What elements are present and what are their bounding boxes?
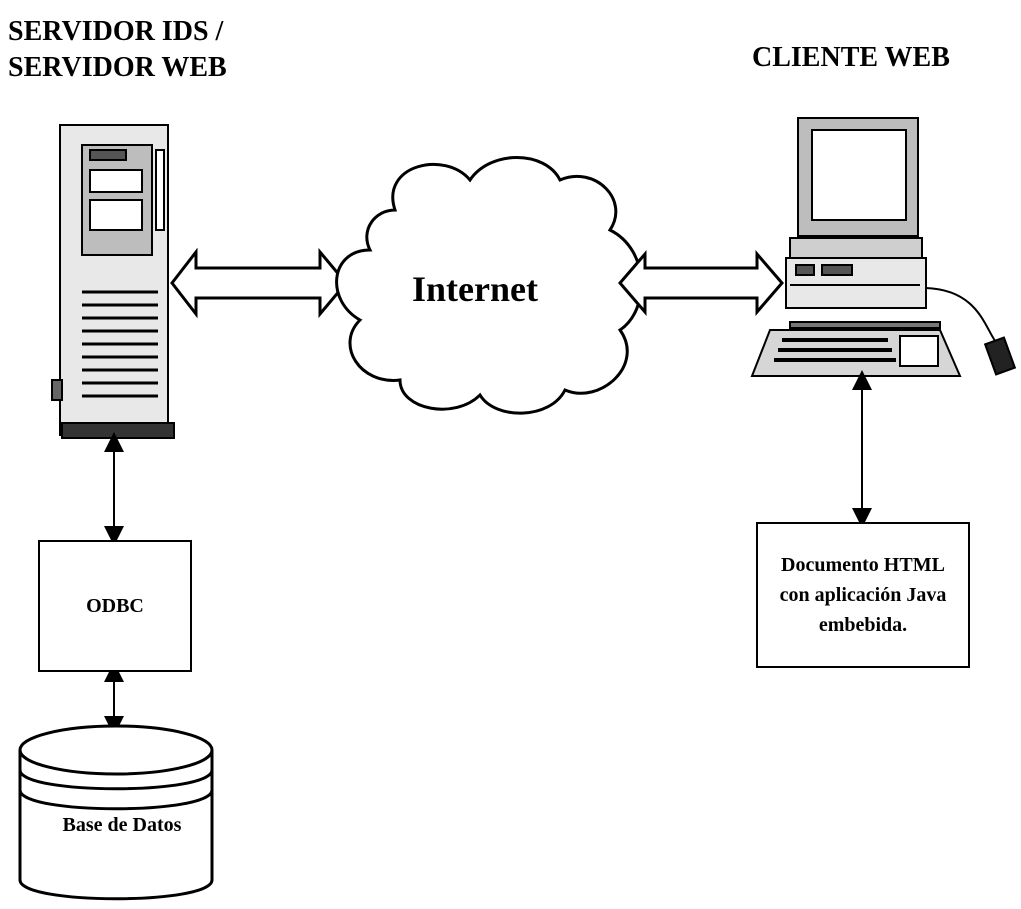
internet-client-arrow (618, 249, 784, 317)
document-line1: Documento HTML (781, 554, 945, 576)
client-computer-icon (750, 117, 1017, 377)
internet-cloud-icon (335, 156, 643, 415)
server-title-line2: SERVIDOR WEB (8, 52, 227, 83)
database-cylinder-icon (18, 724, 214, 901)
server-title-line1: SERVIDOR IDS / (8, 16, 224, 47)
database-label: Base de Datos (62, 814, 182, 836)
odbc-label: ODBC (86, 594, 144, 617)
server-internet-arrow (170, 247, 348, 319)
server-title: SERVIDOR IDS / SERVIDOR WEB (8, 14, 227, 86)
internet-label: Internet (412, 269, 538, 309)
client-title: CLIENTE WEB (752, 42, 950, 73)
odbc-box: ODBC (38, 540, 192, 672)
html-document-box: Documento HTML con aplicación Java embeb… (756, 522, 970, 668)
server-tower-icon (51, 124, 175, 439)
document-line3: embebida. (818, 614, 908, 636)
document-line2: con aplicación Java (779, 584, 947, 606)
